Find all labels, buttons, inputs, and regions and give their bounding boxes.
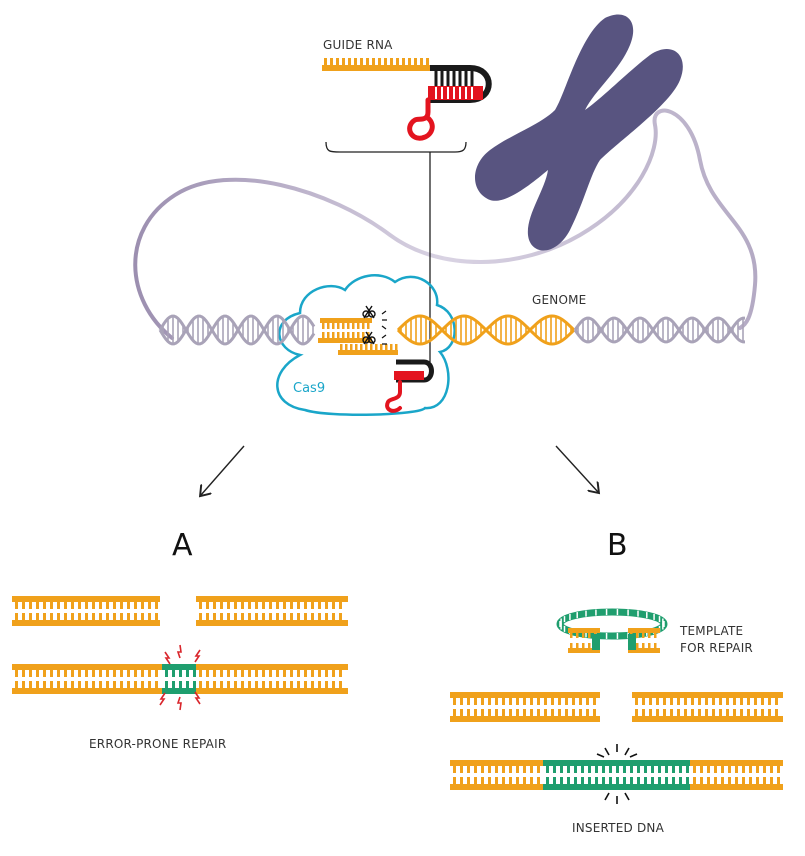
panel-a-label: A xyxy=(172,528,193,563)
arrow-right xyxy=(555,445,598,492)
insert-ticks xyxy=(596,744,638,804)
inserted-right xyxy=(690,760,783,790)
cas9-protein-icon xyxy=(276,274,456,417)
cut-dna-b-left xyxy=(450,692,600,722)
cut-dna-right xyxy=(196,596,348,626)
repaired-dna-right xyxy=(196,664,348,694)
genome-label: GENOME xyxy=(532,293,586,307)
arrow-left xyxy=(201,445,245,495)
template-label-line1: TEMPLATE xyxy=(679,624,743,638)
scissors-icon xyxy=(362,305,387,345)
repaired-dna-left xyxy=(12,664,162,694)
chromosome-icon xyxy=(475,14,683,251)
guide-rna-label: GUIDE RNA xyxy=(323,38,393,52)
template-label-line2: FOR REPAIR xyxy=(680,641,753,655)
genome-loop xyxy=(133,108,758,340)
repair-template xyxy=(556,608,668,653)
inserted-segment xyxy=(543,760,690,790)
guide-bracket xyxy=(325,141,467,362)
cut-dna-b-right xyxy=(632,692,783,722)
inserted-left xyxy=(450,760,543,790)
genome-helix xyxy=(158,314,745,346)
cut-strands xyxy=(318,318,434,413)
inserted-dna-label: INSERTED DNA xyxy=(572,821,665,835)
panel-b-dna xyxy=(450,692,783,790)
panel-a-dna xyxy=(12,596,348,694)
cas9-label: Cas9 xyxy=(293,381,325,396)
guide-rna-icon xyxy=(322,58,492,141)
cut-dna-left xyxy=(12,596,160,626)
error-prone-label: ERROR-PRONE REPAIR xyxy=(89,737,226,751)
repaired-dna-patch xyxy=(162,664,196,694)
repair-sparks xyxy=(159,644,201,711)
panel-b-label: B xyxy=(607,528,628,563)
